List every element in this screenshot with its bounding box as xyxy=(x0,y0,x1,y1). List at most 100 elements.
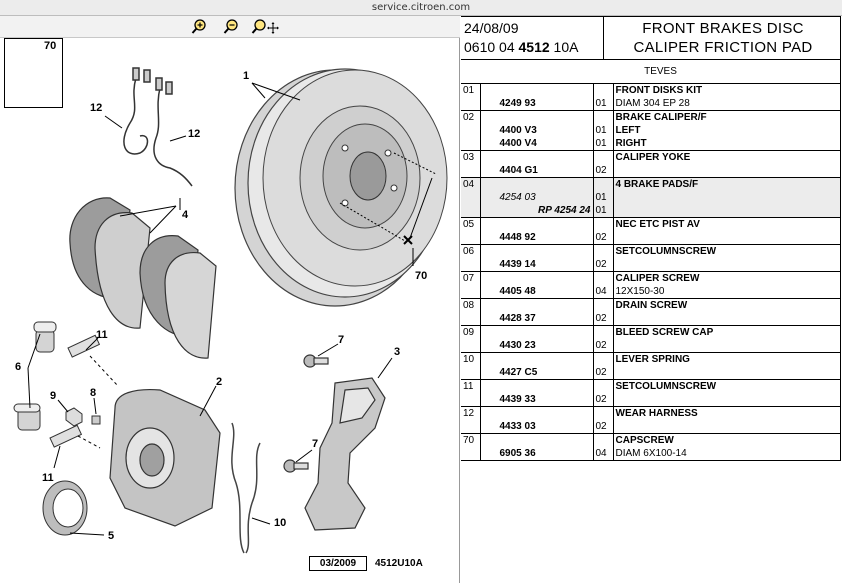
brand-label: TEVES xyxy=(461,60,841,84)
pan-icon[interactable] xyxy=(251,18,281,36)
part-number[interactable]: 6905 36 xyxy=(499,448,536,459)
part-number[interactable]: 4254 03 xyxy=(499,192,536,203)
part-number[interactable]: 4433 03 xyxy=(499,421,536,432)
row-ref: 09 xyxy=(461,325,481,353)
row-part-number[interactable]: 4404 G1 xyxy=(479,150,594,178)
callout-12-right[interactable]: 12 xyxy=(188,128,201,140)
brake-disc-drawing xyxy=(234,68,448,307)
code-prefix: 0610 04 xyxy=(464,39,515,55)
callout-10[interactable]: 10 xyxy=(274,517,287,529)
row-part-number[interactable]: 4249 93 xyxy=(479,83,594,111)
row-part-number[interactable]: 4428 37 xyxy=(479,298,594,326)
callout-70-thumbnail[interactable]: 70 xyxy=(44,40,57,52)
row-quantity: 02 xyxy=(592,379,614,407)
part-number[interactable]: 4430 23 xyxy=(499,340,536,351)
description-note: DIAM 304 EP 28 xyxy=(615,98,690,109)
parts-row[interactable]: 09 4430 23 02 BLEED SCREW CAP xyxy=(461,325,841,353)
capscrew-thumbnail-frame[interactable] xyxy=(4,38,63,108)
row-description: LEVER SPRING xyxy=(612,352,841,380)
callout-1[interactable]: 1 xyxy=(243,70,250,82)
quantity: 04 xyxy=(595,448,607,459)
row-part-number[interactable]: 4439 33 xyxy=(479,379,594,407)
quantity: 02 xyxy=(595,367,607,378)
parts-panel: 24/08/09 0610 04 4512 10A FRONT BRAKES D… xyxy=(461,16,842,583)
brake-pads-drawing xyxy=(69,197,217,359)
part-number[interactable]: 4428 37 xyxy=(499,313,536,324)
row-part-number[interactable]: 4448 92 xyxy=(479,217,594,245)
part-number[interactable]: 4405 48 xyxy=(499,286,536,297)
description-title: BLEED SCREW CAP xyxy=(615,327,714,338)
row-part-number[interactable]: 4400 V3 4400 V4 xyxy=(479,110,594,151)
part-number[interactable]: 4448 92 xyxy=(499,232,536,243)
callout-7-upper[interactable]: 7 xyxy=(338,334,345,346)
row-quantity: 04 xyxy=(592,271,614,299)
row-quantity: 02 xyxy=(592,298,614,326)
description-title: NEC ETC PIST AV xyxy=(615,219,700,230)
callout-9[interactable]: 9 xyxy=(50,390,57,402)
description-title: LEVER SPRING xyxy=(615,354,690,365)
part-number[interactable]: 4439 14 xyxy=(499,259,536,270)
row-part-number[interactable]: 4430 23 xyxy=(479,325,594,353)
row-part-number[interactable]: 6905 36 xyxy=(479,433,594,461)
description-note: DIAM 6X100-14 xyxy=(615,448,687,459)
row-ref: 05 xyxy=(461,217,481,245)
callout-11-upper[interactable]: 11 xyxy=(96,329,108,341)
description-variant: RIGHT xyxy=(615,138,647,149)
row-ref: 01 xyxy=(461,83,481,111)
piston-seal-drawing xyxy=(42,480,105,536)
callout-4[interactable]: 4 xyxy=(182,209,189,221)
row-ref: 04 xyxy=(461,177,481,218)
part-number[interactable]: RP 4254 24 xyxy=(538,205,591,216)
callout-70-disc[interactable]: 70 xyxy=(415,270,428,282)
row-quantity: 02 xyxy=(592,352,614,380)
row-ref-text: 07 xyxy=(463,273,475,284)
row-quantity: 02 xyxy=(592,325,614,353)
part-number[interactable]: 4400 V4 xyxy=(499,138,537,149)
callout-11-lower[interactable]: 11 xyxy=(42,472,54,484)
callout-3[interactable]: 3 xyxy=(394,346,401,358)
zoom-in-icon[interactable] xyxy=(190,18,210,36)
callout-5[interactable]: 5 xyxy=(108,530,115,542)
row-quantity: 02 xyxy=(592,244,614,272)
quantity: 02 xyxy=(595,340,607,351)
row-part-number[interactable]: 4439 14 xyxy=(479,244,594,272)
exploded-diagram[interactable]: 70 1 12 12 4 70 11 6 9 8 2 7 3 11 7 10 5… xyxy=(0,38,460,583)
description-title: CALIPER YOKE xyxy=(615,152,691,163)
row-description: 4 BRAKE PADS/F xyxy=(612,177,841,218)
lever-spring-drawing xyxy=(231,422,271,554)
row-ref-text: 05 xyxy=(463,219,475,230)
row-part-number[interactable]: 4427 C5 xyxy=(479,352,594,380)
quantity: 04 xyxy=(595,286,607,297)
row-ref-text: 11 xyxy=(463,381,474,392)
callout-6[interactable]: 6 xyxy=(15,361,22,373)
callout-8[interactable]: 8 xyxy=(90,387,97,399)
panel-header: 24/08/09 0610 04 4512 10A FRONT BRAKES D… xyxy=(461,16,841,60)
part-number[interactable]: 4404 G1 xyxy=(499,165,538,176)
part-number[interactable]: 4400 V3 xyxy=(499,125,537,136)
part-number[interactable]: 4439 33 xyxy=(499,394,536,405)
row-part-number[interactable]: 4405 48 xyxy=(479,271,594,299)
callout-7-lower[interactable]: 7 xyxy=(312,438,319,450)
part-number[interactable]: 4249 93 xyxy=(499,98,536,109)
callout-12-left[interactable]: 12 xyxy=(90,102,103,114)
callout-2[interactable]: 2 xyxy=(216,376,223,388)
row-part-number[interactable]: 4433 03 xyxy=(479,406,594,434)
zoom-out-icon[interactable] xyxy=(222,18,242,36)
part-number[interactable]: 4427 C5 xyxy=(499,367,538,378)
